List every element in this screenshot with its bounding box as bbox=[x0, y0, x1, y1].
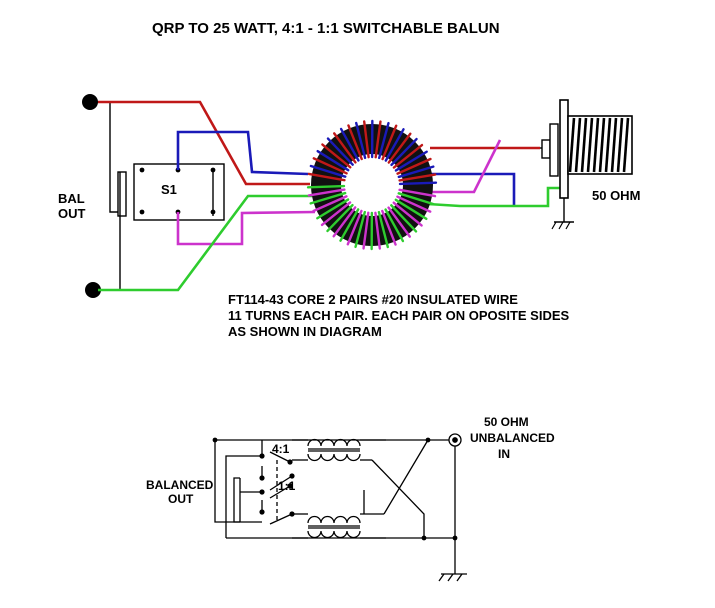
winding-turn bbox=[397, 165, 435, 179]
winding-turn bbox=[354, 121, 367, 160]
bal-terminal-bottom bbox=[85, 282, 101, 298]
thread-line bbox=[592, 117, 600, 173]
winding-turn bbox=[374, 120, 382, 159]
winding-turn bbox=[390, 137, 418, 167]
diagram-title: QRP TO 25 WATT, 4:1 - 1:1 SWITCHABLE BAL… bbox=[152, 20, 500, 37]
winding-turn bbox=[312, 195, 348, 213]
unbalanced-in-line1: 50 OHM bbox=[484, 415, 529, 429]
winding-turn bbox=[381, 209, 397, 246]
thread-line bbox=[598, 117, 606, 173]
winding-turn bbox=[381, 124, 398, 161]
winding-turn bbox=[363, 120, 370, 159]
winding-turn bbox=[316, 149, 350, 172]
winding-turn bbox=[326, 137, 354, 166]
unbalanced-in-line2: UNBALANCED bbox=[470, 431, 555, 445]
switch-label: S1 bbox=[161, 182, 177, 197]
winding-turn bbox=[396, 195, 432, 213]
switch-s1: S1 bbox=[133, 163, 225, 221]
winding-turn bbox=[398, 173, 437, 182]
winding-turn bbox=[387, 206, 411, 238]
bal-out-label-line2: OUT bbox=[58, 206, 86, 221]
winding-turn bbox=[384, 128, 405, 162]
winding-turn bbox=[392, 143, 424, 169]
winding-turn bbox=[307, 188, 346, 197]
core-note-line1: FT114-43 CORE 2 PAIRS #20 INSULATED WIRE bbox=[228, 292, 518, 307]
winding-turn bbox=[306, 184, 346, 189]
schematic-junctions bbox=[212, 437, 458, 541]
winding-turn bbox=[309, 191, 347, 205]
toroid-core bbox=[306, 119, 438, 251]
winding-turn bbox=[312, 157, 348, 175]
thread-line bbox=[610, 117, 618, 173]
winding-turn bbox=[320, 201, 352, 227]
ohm-label: 50 OHM bbox=[592, 188, 640, 203]
winding-turn bbox=[384, 208, 405, 243]
ratio-1-1-label: 1:1 bbox=[278, 479, 296, 493]
winding-turn bbox=[396, 157, 432, 175]
thread-line bbox=[568, 117, 576, 173]
winding-turn bbox=[377, 121, 390, 160]
thread-line bbox=[580, 117, 588, 173]
winding-turn bbox=[333, 132, 357, 164]
winding-turn bbox=[387, 132, 412, 164]
winding-turn bbox=[394, 198, 428, 221]
winding-turn bbox=[390, 204, 418, 233]
balanced-out-line2: OUT bbox=[168, 492, 194, 506]
winding-turn bbox=[346, 209, 363, 246]
core-note-line3: AS SHOWN IN DIAGRAM bbox=[228, 324, 382, 339]
winding-turn bbox=[309, 164, 347, 178]
winding-turn bbox=[332, 206, 357, 238]
winding-turn bbox=[316, 198, 350, 220]
balanced-out-line1: BALANCED bbox=[146, 478, 214, 492]
pictorial-diagram: S1 BAL OUT bbox=[58, 94, 640, 339]
winding-turn bbox=[398, 181, 438, 186]
winding-turn bbox=[362, 211, 370, 250]
green-wires bbox=[98, 186, 560, 292]
coil-winding bbox=[307, 453, 361, 462]
thread-line bbox=[586, 117, 594, 173]
winding-turn bbox=[321, 143, 352, 169]
winding-turn bbox=[307, 172, 346, 182]
magenta-wires bbox=[176, 139, 502, 246]
winding-turn bbox=[377, 210, 390, 249]
thread-line bbox=[616, 117, 624, 173]
coax-connector bbox=[540, 99, 633, 230]
core-note-line2: 11 TURNS EACH PAIR. EACH PAIR ON OPOSITE… bbox=[228, 308, 570, 323]
winding-turn bbox=[347, 124, 363, 161]
thread-line bbox=[604, 117, 612, 173]
unbalanced-in-line3: IN bbox=[498, 447, 510, 461]
coil-winding bbox=[307, 438, 361, 447]
winding-turn bbox=[397, 192, 435, 206]
thread-line bbox=[622, 117, 630, 173]
black-wires bbox=[90, 101, 127, 291]
coil-winding bbox=[307, 530, 361, 539]
winding-turn bbox=[354, 210, 367, 249]
bal-terminal-top bbox=[82, 94, 98, 110]
winding-turn bbox=[339, 127, 360, 162]
blue-wires bbox=[176, 130, 516, 205]
winding-turn bbox=[392, 201, 423, 227]
red-wires bbox=[98, 100, 540, 186]
winding-turn bbox=[394, 150, 428, 172]
schematic-diagram bbox=[214, 433, 467, 582]
thread-line bbox=[574, 117, 582, 173]
winding-turn bbox=[326, 203, 354, 233]
coil-winding bbox=[307, 515, 361, 524]
winding-turn bbox=[374, 211, 381, 250]
ratio-4-1-label: 4:1 bbox=[272, 442, 290, 456]
winding-turn bbox=[339, 208, 360, 242]
bal-out-label-line1: BAL bbox=[58, 191, 85, 206]
winding-turn bbox=[398, 188, 437, 198]
